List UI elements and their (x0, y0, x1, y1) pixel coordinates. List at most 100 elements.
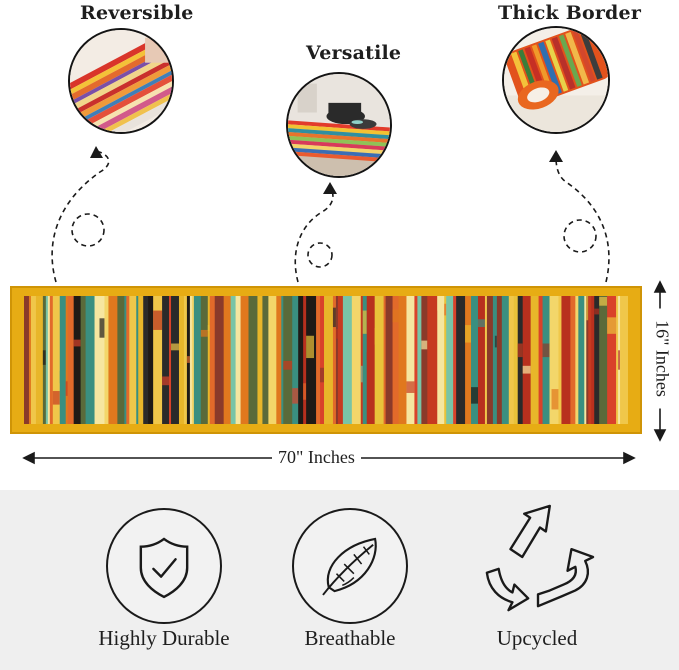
runner-fleck (24, 319, 29, 333)
runner-stripe (591, 296, 595, 424)
versatile-photo (286, 72, 392, 178)
runner-stripe (30, 296, 37, 424)
runner-fleck (599, 296, 608, 306)
runner-stripe (223, 296, 227, 424)
runner-stripe (374, 296, 385, 424)
runner-fleck (392, 309, 399, 323)
runner-stripe (169, 296, 172, 424)
runner-stripe (465, 296, 472, 424)
runner-stripe (143, 296, 149, 424)
runner-fleck (366, 352, 375, 360)
runner-stripe (35, 296, 44, 424)
runner-stripe (437, 296, 445, 424)
runner-stripe (162, 296, 170, 424)
runner-stripe (171, 296, 180, 424)
runner-stripe (486, 296, 494, 424)
runner-stripe (417, 296, 422, 424)
runner-fleck (522, 365, 531, 374)
runner-stripe (240, 296, 250, 424)
runner-stripe (383, 296, 387, 424)
runner-stripe (616, 296, 619, 424)
runner-stripe (104, 296, 109, 424)
runner-stripe (446, 296, 454, 424)
runner-fleck (73, 339, 81, 347)
runner-stripe (306, 296, 315, 424)
runner-fleck (303, 383, 307, 400)
runner-stripe (73, 296, 82, 424)
runner-stripe (117, 296, 125, 424)
runner-stripe (542, 296, 551, 424)
runner-stripe (65, 296, 69, 424)
runner-stripe (588, 296, 592, 424)
feature-title-reversible: Reversible (80, 2, 194, 24)
runner-stripe (620, 296, 628, 424)
runner-fleck (374, 328, 384, 345)
runner-stripe (292, 296, 299, 424)
runner-stripe (262, 296, 269, 424)
runner-fleck (618, 350, 621, 370)
runner-stripe (314, 296, 317, 424)
runner-stripe (124, 296, 127, 424)
runner-fleck (65, 381, 68, 396)
runner-stripe (225, 296, 232, 424)
runner-stripe (126, 296, 130, 424)
runner-stripe (444, 296, 447, 424)
runner-stripe (570, 296, 576, 424)
runner-fleck (471, 387, 478, 404)
runner-fleck (517, 343, 523, 358)
runner-fleck (492, 309, 495, 318)
runner-stripe (235, 296, 242, 424)
runner-stripe (530, 296, 540, 424)
runner-stripe (303, 296, 307, 424)
runner-stripe (575, 296, 579, 424)
runner-stripe (335, 296, 339, 424)
runner-stripe (351, 296, 362, 424)
runner-fleck (607, 317, 617, 334)
runner-stripe (138, 296, 144, 424)
runner-fleck (162, 376, 170, 386)
runner-fleck (59, 370, 66, 384)
runner-stripe (456, 296, 466, 424)
runner-stripe (193, 296, 202, 424)
runner-fleck (542, 343, 550, 358)
runner-stripe (324, 296, 334, 424)
benefit-label-durable: Highly Durable (98, 626, 230, 650)
runner-stripe (230, 296, 237, 424)
runner-stripe (471, 296, 479, 424)
runner-stripe (47, 296, 51, 424)
runner-stripe (332, 296, 337, 424)
runner-fleck (42, 350, 46, 365)
runner-stripe (360, 296, 364, 424)
runner-fleck (362, 310, 367, 334)
runner-stripe (492, 296, 496, 424)
runner-fleck (283, 360, 293, 370)
runner-stripe (248, 296, 258, 424)
runner-stripe (268, 296, 277, 424)
runner-stripe (283, 296, 293, 424)
runner-stripe (80, 296, 87, 424)
reversible-photo (68, 28, 174, 134)
runner-stripe (421, 296, 428, 424)
runner-stripe (513, 296, 519, 424)
runner-stripe (298, 296, 304, 424)
runner-stripe (594, 296, 600, 424)
runner-woven-stripes (24, 296, 628, 424)
runner-stripe (453, 296, 457, 424)
runner-fleck (477, 319, 485, 328)
runner-fleck (332, 307, 336, 328)
runner-stripe (522, 296, 532, 424)
runner-stripe (584, 296, 587, 424)
runner-stripe (414, 296, 418, 424)
runner-stripe (49, 296, 54, 424)
runner-stripe (189, 296, 193, 424)
runner-stripe (178, 296, 185, 424)
runner-stripe (342, 296, 353, 424)
runner-fleck (421, 340, 428, 350)
runner-stripe (385, 296, 394, 424)
thick-border-photo (502, 26, 610, 134)
runner-stripe (508, 296, 515, 424)
runner-stripe (257, 296, 263, 424)
runner-stripe (281, 296, 284, 424)
runner-stripe (501, 296, 510, 424)
runner-fleck (171, 343, 179, 351)
